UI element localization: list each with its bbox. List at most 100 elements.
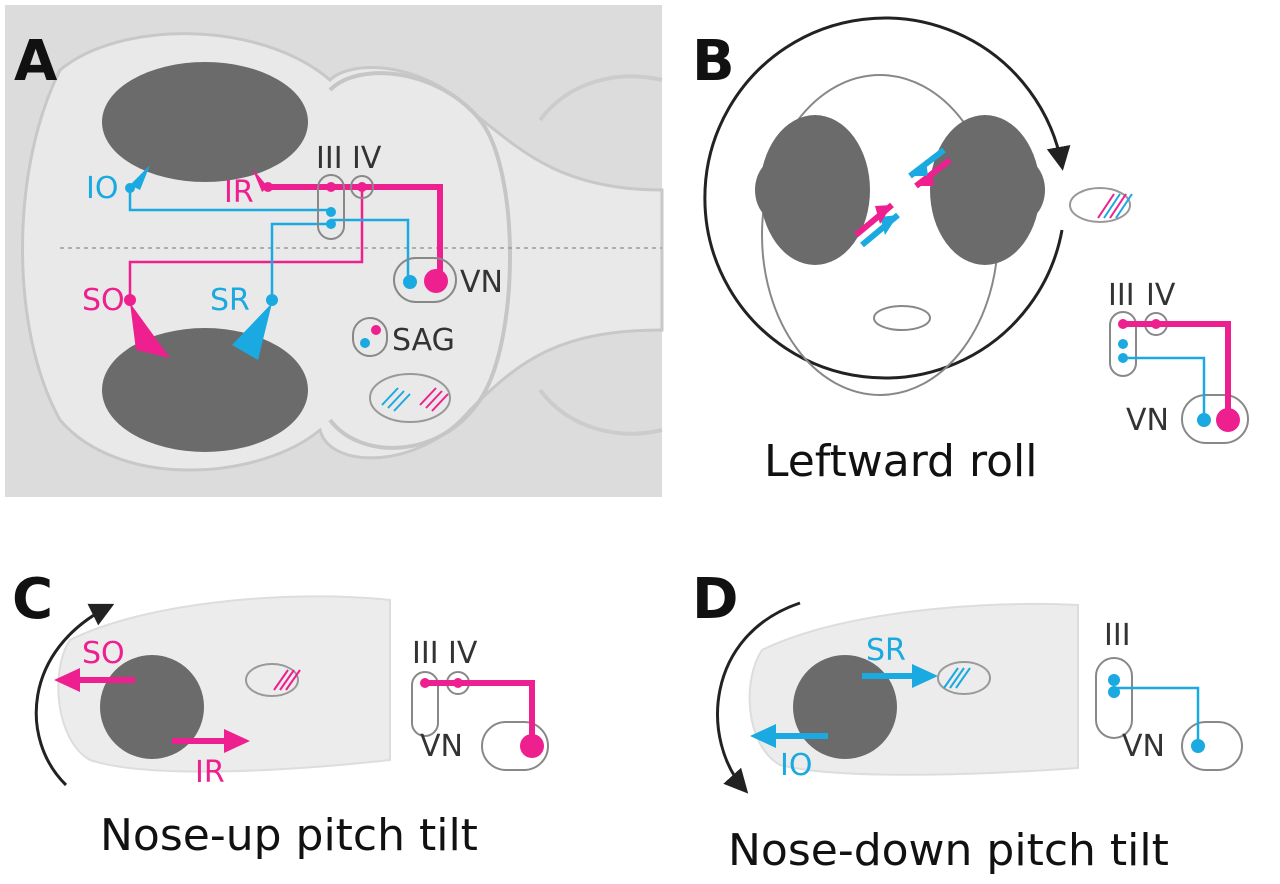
panel-b: B xyxy=(692,16,1249,487)
panel-b-left-eye-bulge xyxy=(755,158,805,222)
panel-a: A IO IR SO SR III IV VN SAG xyxy=(5,5,664,497)
panel-a-dot-sag-cyan xyxy=(360,338,370,348)
panel-d-vn-label: VN xyxy=(1122,729,1165,764)
panel-d-label: D xyxy=(692,567,738,632)
panel-b-iii-label: III xyxy=(1108,278,1135,313)
panel-a-dot-iii-cyan-1 xyxy=(326,207,336,217)
panel-a-sr-label: SR xyxy=(210,283,250,318)
panel-b-dot-iii-cyan-2 xyxy=(1118,353,1128,363)
panel-d-dot-iii-cyan-1 xyxy=(1108,674,1120,686)
panel-b-right-eye-bulge xyxy=(995,158,1045,222)
panel-d-pitch-arrow xyxy=(716,601,801,794)
panel-a-dot-vn-pink xyxy=(424,269,448,293)
panel-a-head-outline xyxy=(328,71,512,450)
panel-d-dot-iii-cyan-2 xyxy=(1108,686,1120,698)
panel-b-iv-label: IV xyxy=(1146,278,1176,313)
panel-a-ir-muscle xyxy=(252,168,268,192)
panel-d-eye xyxy=(793,655,897,759)
panel-d-sr-label: SR xyxy=(866,633,906,668)
panel-d-cyan-path xyxy=(1114,686,1200,744)
panel-a-dot-iii-pink xyxy=(326,182,336,192)
panel-c-ir-label: IR xyxy=(195,755,225,790)
panel-c-hair-cells xyxy=(273,669,301,691)
panel-b-arrowhead-pink-up xyxy=(875,205,892,224)
panel-c-dot-iv-pink xyxy=(453,678,463,688)
panel-a-io-muscle xyxy=(130,165,150,190)
panel-c-iv-label: IV xyxy=(448,636,478,671)
panel-b-dot-iii-pink xyxy=(1118,319,1128,329)
panel-a-dot-vn-cyan xyxy=(403,275,417,289)
panel-a-lower-eye xyxy=(102,328,308,452)
panel-b-vn-label: VN xyxy=(1126,403,1169,438)
panel-c-vn-label: VN xyxy=(420,729,463,764)
panel-c-pitch-arrow xyxy=(34,603,115,787)
panel-b-label: B xyxy=(692,29,735,94)
panel-a-sag-label: SAG xyxy=(392,323,455,358)
panel-b-cyan-path xyxy=(1123,356,1206,418)
panel-b-roll-arrow xyxy=(703,16,1071,380)
panel-d-otolith xyxy=(937,661,991,695)
panel-b-dot-vn-pink xyxy=(1216,408,1240,432)
panel-b-arrowhead-pink-down xyxy=(916,170,934,186)
panel-c-dot-iii-pink xyxy=(420,678,430,688)
panel-d: D SR IO III VN Nose-down pitch tilt xyxy=(692,567,1243,876)
panel-b-nucleus-iii xyxy=(1109,311,1137,377)
panel-c-so-label: SO xyxy=(82,636,125,671)
panel-a-iii-label: III xyxy=(316,141,343,176)
panel-b-dot-iii-cyan-1 xyxy=(1118,339,1128,349)
panel-b-caption: Leftward roll xyxy=(764,436,1037,487)
panel-a-sr-endpoint xyxy=(266,294,278,306)
panel-a-pink-circuit xyxy=(128,184,443,300)
panel-c-ir-arrowhead xyxy=(224,729,250,753)
panel-a-so-endpoint xyxy=(124,294,136,306)
panel-c: C SO IR III IV VN Nose-up pitch tilt xyxy=(12,567,549,861)
panel-d-io-label: IO xyxy=(780,748,812,783)
panel-a-io-label: IO xyxy=(86,171,118,206)
panel-d-io-arrowhead xyxy=(750,724,776,748)
panel-b-nucleus-vn xyxy=(1181,394,1249,444)
panel-a-tail xyxy=(538,74,663,436)
panel-c-nucleus-vn xyxy=(481,721,549,771)
panel-d-iii-label: III xyxy=(1104,618,1131,653)
panel-a-upper-eye xyxy=(102,62,308,182)
panel-d-nucleus-vn xyxy=(1181,721,1243,771)
panel-b-arrowhead-cyan-down xyxy=(910,160,928,176)
panel-a-so-label: SO xyxy=(82,283,125,318)
panel-d-caption: Nose-down pitch tilt xyxy=(728,825,1169,876)
panel-c-so-arrowhead xyxy=(54,668,80,692)
panel-b-dot-iv-pink xyxy=(1151,319,1161,329)
panel-a-dot-iv-pink xyxy=(357,182,367,192)
panel-a-sr-muscle xyxy=(232,303,272,360)
panel-b-dot-vn-cyan xyxy=(1197,413,1211,427)
panel-a-nucleus-vn xyxy=(393,257,457,303)
panel-c-caption: Nose-up pitch tilt xyxy=(100,810,478,861)
panel-d-dot-vn-cyan xyxy=(1191,739,1205,753)
panel-a-label: A xyxy=(14,29,58,94)
panel-a-dot-sag-pink xyxy=(371,325,381,335)
panel-b-mouth xyxy=(873,305,931,331)
panel-a-so-muscle xyxy=(130,303,170,358)
panel-b-hair-cells xyxy=(1097,193,1133,219)
panel-b-otolith xyxy=(1069,187,1131,223)
panel-a-nucleus-iv xyxy=(350,175,374,199)
panel-d-hair-cells xyxy=(943,667,971,689)
panel-a-otolith xyxy=(369,373,451,423)
panel-c-otolith xyxy=(245,663,299,697)
panel-a-nucleus-sag xyxy=(352,317,388,357)
panel-b-arrowhead-cyan-up xyxy=(880,215,898,235)
panel-b-left-eye xyxy=(760,115,870,265)
panel-a-dot-iii-cyan-2 xyxy=(326,219,336,229)
panel-d-nucleus-iii xyxy=(1095,657,1133,739)
panel-c-nucleus-iii xyxy=(411,671,439,737)
panel-c-dot-vn-pink xyxy=(520,734,544,758)
panel-c-iii-label: III xyxy=(412,636,439,671)
panel-a-ir-label: IR xyxy=(224,175,254,210)
panel-a-vn-label: VN xyxy=(460,265,503,300)
panel-d-sr-arrowhead xyxy=(912,664,938,688)
panel-a-nucleus-iii xyxy=(317,174,345,240)
panel-c-label: C xyxy=(12,567,53,632)
panel-a-iv-label: IV xyxy=(352,141,382,176)
panel-a-hair-cells xyxy=(381,387,449,412)
panel-b-right-eye xyxy=(930,115,1040,265)
